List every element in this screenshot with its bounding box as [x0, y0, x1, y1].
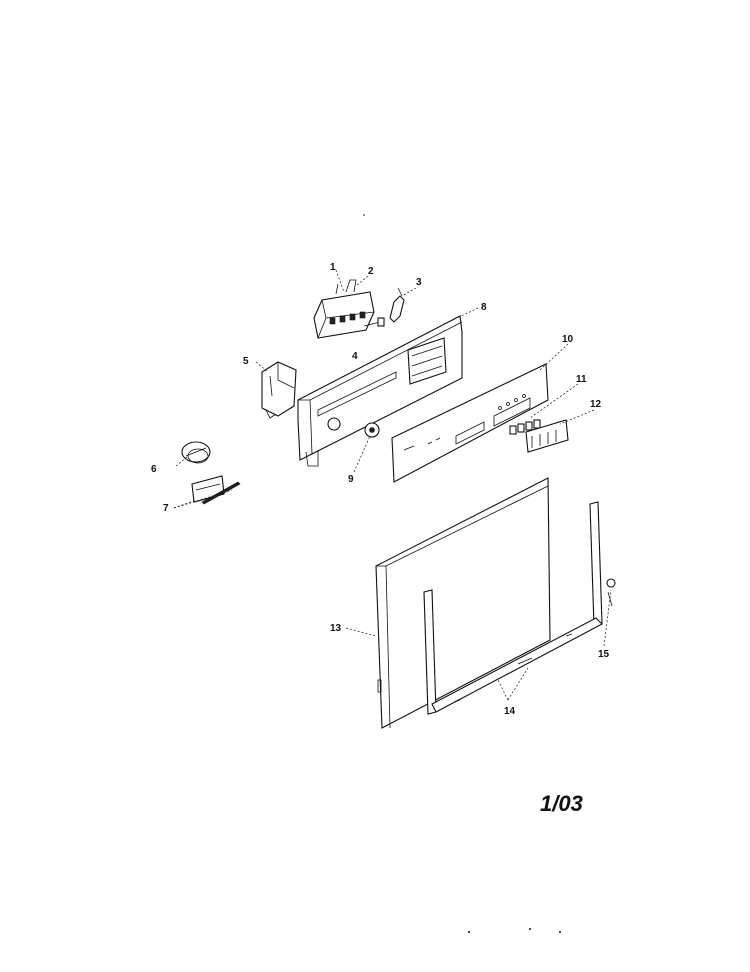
leader-lines — [173, 269, 612, 701]
part-clip — [389, 287, 405, 323]
part-slide — [191, 475, 241, 505]
revision-label: 1/03 — [540, 791, 583, 816]
callout-2: 2 — [368, 266, 374, 277]
callout-7: 7 — [163, 503, 169, 514]
callout-9: 9 — [348, 474, 354, 485]
scan-specks — [363, 214, 561, 933]
part-dial — [181, 441, 211, 464]
callout-6: 6 — [151, 464, 157, 475]
callout-10: 10 — [562, 334, 574, 345]
part-screw — [363, 317, 385, 327]
callout-15: 15 — [598, 649, 610, 660]
callout-8: 8 — [481, 302, 487, 313]
part-button-block — [525, 419, 569, 453]
part-buttons — [509, 419, 541, 435]
part-inner-frame — [423, 501, 616, 715]
callout-14: 14 — [504, 706, 516, 717]
callout-12: 12 — [590, 399, 602, 410]
callout-4: 4 — [352, 351, 358, 362]
part-module — [261, 361, 297, 419]
part-door-panel — [375, 477, 551, 729]
callout-5: 5 — [243, 356, 249, 367]
callout-11: 11 — [576, 374, 587, 385]
callout-13: 13 — [330, 623, 342, 634]
callout-3: 3 — [416, 277, 422, 288]
part-relay-block — [407, 337, 447, 385]
part-knob — [364, 422, 380, 438]
part-front-panel — [391, 363, 549, 483]
callout-1: 1 — [330, 262, 336, 273]
part-switch-block — [313, 279, 375, 339]
